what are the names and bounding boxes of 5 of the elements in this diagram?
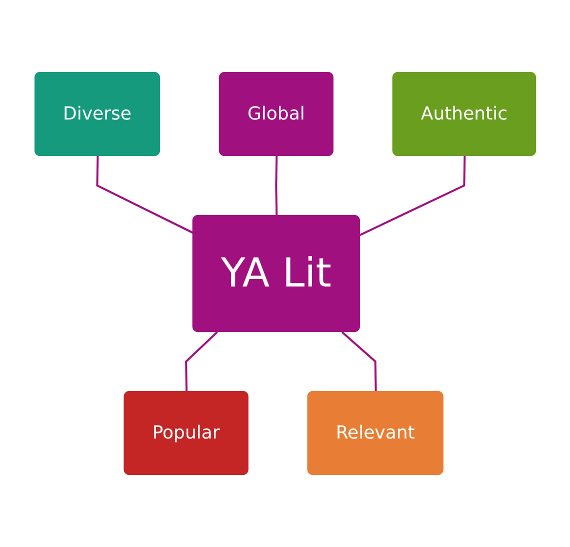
connector [359, 156, 466, 236]
connector [184, 331, 218, 392]
connector [96, 156, 194, 234]
connector [341, 331, 377, 392]
connector [274, 156, 278, 216]
